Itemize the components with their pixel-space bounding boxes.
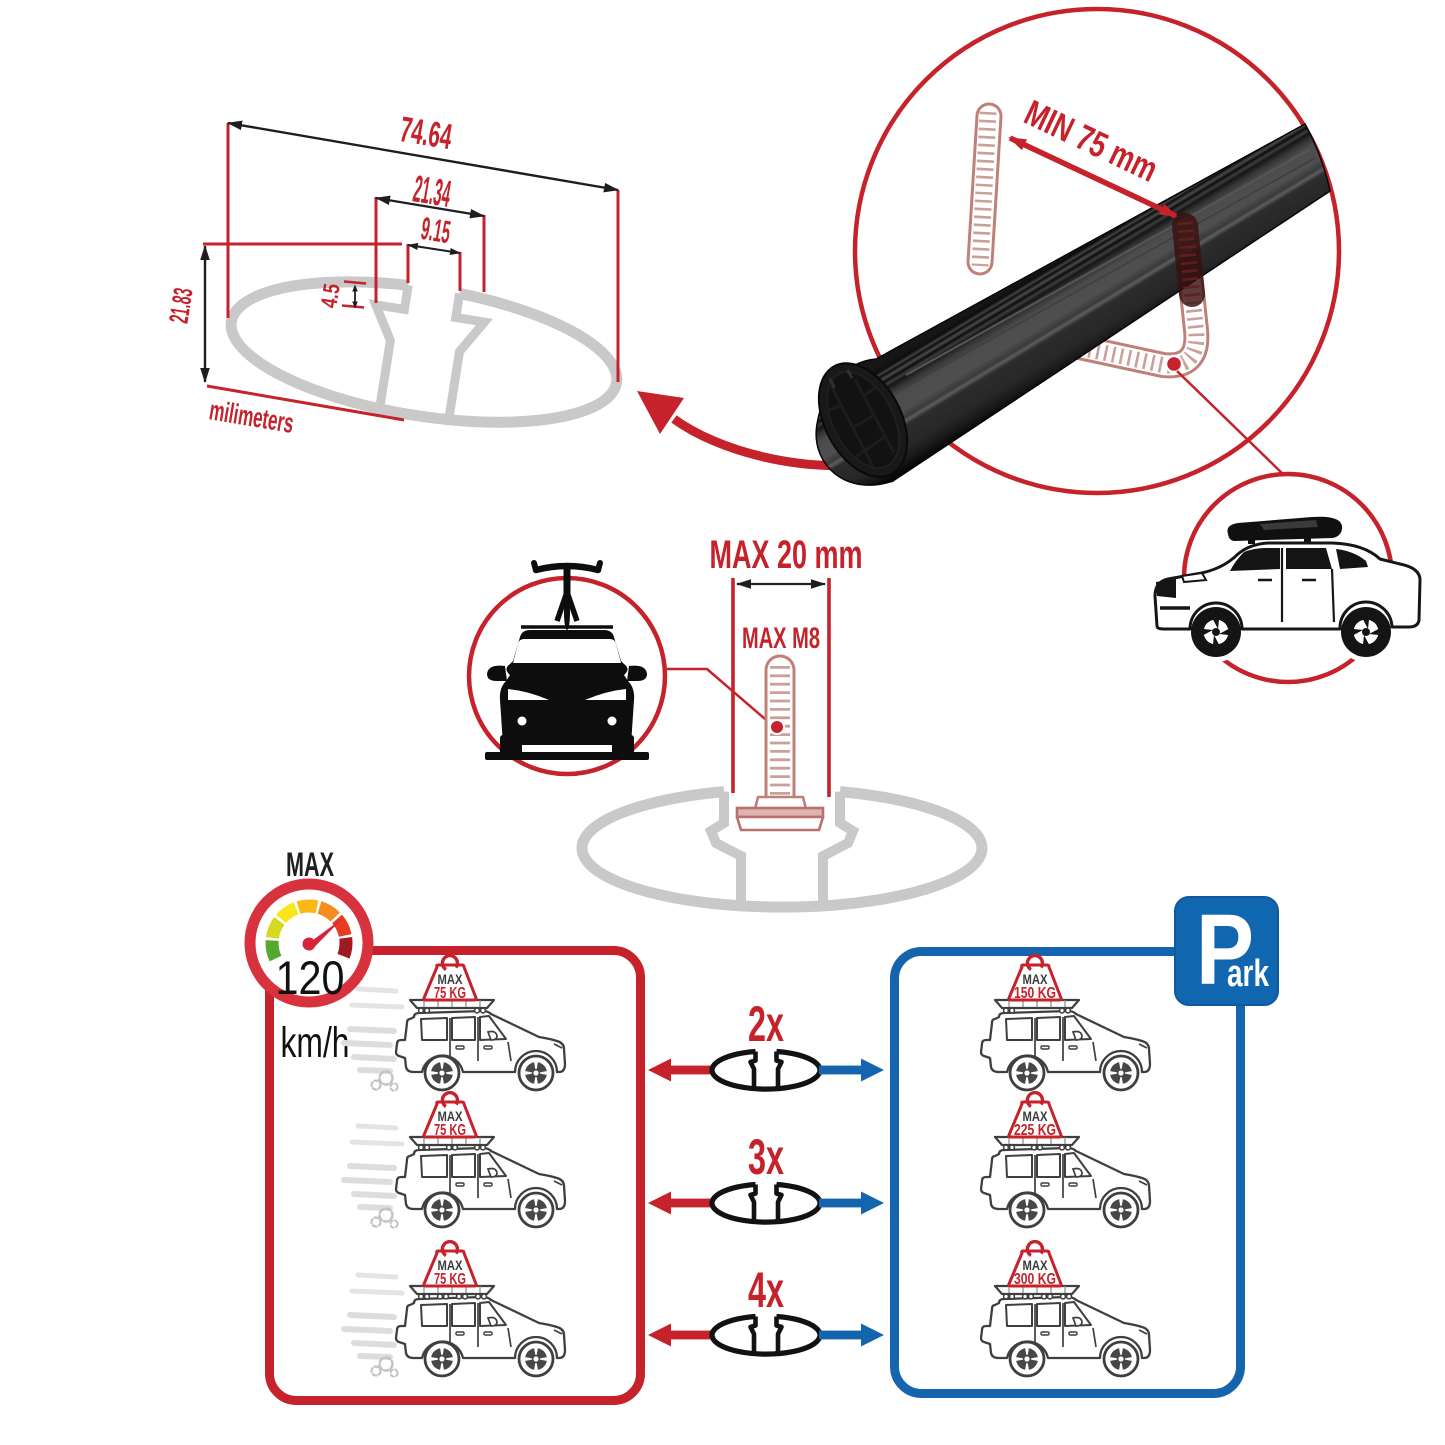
car-illustration: MAX 75 KG <box>344 1239 567 1377</box>
parked-cars-panel: MAX 150 KG MAX 225 KG MAX 300 KG <box>979 953 1152 1378</box>
quantity-row: 3x <box>648 1129 884 1222</box>
car-illustration: MAX 75 KG <box>344 1090 567 1228</box>
crossbar-profile-drawing <box>225 276 623 428</box>
park-sign: P ark <box>1174 894 1279 1006</box>
bolt-drawing <box>735 654 825 832</box>
total-height-value: 21.83 <box>164 286 199 325</box>
dimension-total-width: 74.64 <box>226 108 620 382</box>
blue-arrow-right-icon <box>819 1058 884 1082</box>
bar-end-cap <box>817 362 909 478</box>
car-illustration: MAX 300 KG <box>979 1239 1152 1378</box>
quantity-column: 2x 3x 4x <box>648 996 884 1354</box>
dimension-lip-depth: 4.5 <box>315 280 367 310</box>
dimension-total-height: 21.83 <box>164 242 405 422</box>
crossbar-profile-icon <box>712 1052 820 1090</box>
ubolt-right-leg-lower <box>1062 213 1210 379</box>
thread-label: MAX M8 <box>742 622 820 655</box>
bolt-profile-drawing <box>576 786 988 913</box>
lip-depth-value: 4.5 <box>315 282 344 310</box>
total-width-value: 74.64 <box>397 108 455 157</box>
suv-roofbox-badge <box>1153 471 1422 685</box>
crossbar-profile-icon <box>712 1317 820 1355</box>
tent-weight-label: 75 KG <box>434 1122 466 1139</box>
dimension-slot-width: 21.34 <box>374 168 486 303</box>
roofbox-suv-icon <box>1153 516 1422 662</box>
tent-max-label: MAX <box>1023 1108 1049 1124</box>
capacity-section: MAX 120 km/h 2x <box>244 846 1279 1405</box>
connector-line <box>667 667 773 726</box>
blue-arrow-right-icon <box>819 1323 884 1347</box>
red-arrow-left-icon <box>648 1191 713 1215</box>
quantity-row: 4x <box>648 1262 884 1354</box>
bike-icon <box>531 560 603 630</box>
tent-weight-label: 75 KG <box>434 1271 466 1288</box>
bar-closeup: MIN 75 mm <box>815 6 1342 496</box>
speed-value: 120 <box>276 951 345 1004</box>
car-illustration: MAX 150 KG <box>979 953 1152 1092</box>
pointer-dot <box>769 719 785 735</box>
cross-section-diagram: 74.64 21.34 9.15 4.5 21.83 milimeters <box>164 108 875 470</box>
detail-circle <box>852 6 1342 496</box>
max-width-dimension: MAX 20 mm MAX M8 <box>710 533 863 797</box>
slot-opening-value: 9.15 <box>419 210 454 250</box>
quantity-label: 4x <box>748 1262 784 1318</box>
car-bike-badge <box>466 560 668 777</box>
park-sign-rest: ark <box>1227 953 1270 995</box>
red-arrow-left-icon <box>648 1323 713 1347</box>
min-spacing-dimension: MIN 75 mm <box>1008 92 1178 219</box>
quantity-label: 2x <box>748 996 784 1052</box>
tent-max-label: MAX <box>1023 971 1049 987</box>
units-label: milimeters <box>207 394 296 439</box>
blue-arrow-right-icon <box>819 1191 884 1215</box>
car-illustration: MAX 225 KG <box>979 1090 1152 1229</box>
moving-cars-panel: MAX 75 KG MAX 75 KG MAX 75 KG <box>344 953 567 1377</box>
ubolt-right-leg <box>1164 213 1205 374</box>
crossbar-photo <box>815 122 1331 486</box>
dimension-slot-opening: 9.15 <box>406 210 462 291</box>
bolt-diagram: MAX 20 mm MAX M8 <box>466 533 988 913</box>
tent-weight-label: 225 KG <box>1014 1122 1056 1139</box>
quantity-row: 2x <box>648 996 884 1089</box>
slot-width-value: 21.34 <box>410 168 453 216</box>
pointer-dot <box>1164 354 1184 374</box>
tent-max-label: MAX <box>438 1108 464 1124</box>
red-arrow-left-icon <box>648 1058 713 1082</box>
tent-weight-label: 300 KG <box>1014 1271 1056 1288</box>
park-sign-initial: P <box>1196 894 1254 1006</box>
connector-line <box>1176 370 1287 478</box>
tent-max-label: MAX <box>438 971 464 987</box>
speed-limit-badge: MAX 120 km/h <box>244 846 374 1067</box>
car-front-icon <box>485 625 649 760</box>
tent-weight-label: 150 KG <box>1014 985 1056 1002</box>
speed-unit: km/h <box>281 1019 350 1067</box>
tent-weight-label: 75 KG <box>434 985 466 1002</box>
crossbar-profile-icon <box>712 1185 820 1223</box>
tent-max-label: MAX <box>1023 1257 1049 1273</box>
car-illustration: MAX 75 KG <box>344 953 567 1091</box>
quantity-label: 3x <box>748 1129 784 1185</box>
speedometer-arc <box>265 899 353 962</box>
max-width-label: MAX 20 mm <box>710 533 863 577</box>
tent-max-label: MAX <box>438 1257 464 1273</box>
park-sign-plate <box>1174 896 1279 1006</box>
speed-max-label: MAX <box>286 846 334 884</box>
ubolt-left-leg <box>966 102 1003 276</box>
